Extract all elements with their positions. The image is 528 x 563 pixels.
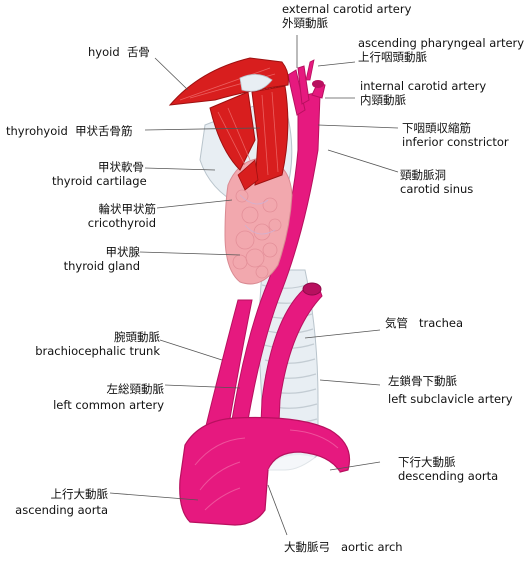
label-internal-carotid: internal carotid artery 内頸動脈: [360, 79, 487, 107]
label-trachea: 気管 trachea: [385, 316, 463, 330]
label-external-carotid: external carotid artery 外頸動脈: [282, 2, 412, 30]
label-thyroid-gland: 甲状腺 thyroid gland: [63, 245, 140, 273]
label-aortic-arch: 大動脈弓 aortic arch: [284, 540, 403, 554]
label-carotid-sinus: 頸動脈洞 carotid sinus: [400, 168, 474, 196]
label-hyoid: hyoid 舌骨: [88, 45, 150, 59]
label-descending-aorta: 下行大動脈 descending aorta: [398, 455, 499, 483]
label-left-subclavicle: 左鎖骨下動脈 left subclavicle artery: [388, 374, 513, 406]
label-cricothyroid: 輪状甲状筋 cricothyroid: [87, 202, 156, 230]
label-thyroid-cartilage: 甲状軟骨 thyroid cartilage: [52, 160, 147, 188]
label-ascending-pharyngeal: ascending pharyngeal artery 上行咽頭動脈: [358, 36, 525, 64]
external-carotid-shape: [287, 69, 306, 116]
label-brachiocephalic: 腕頭動脈 brachiocephalic trunk: [35, 330, 160, 358]
muscle-shapes: [168, 57, 289, 191]
label-ascending-aorta: 上行大動脈 ascending aorta: [15, 487, 108, 517]
thyroid-gland-shape: [224, 157, 293, 285]
label-thyrohyoid: thyrohyoid 甲状舌骨筋: [6, 124, 133, 138]
label-inferior-constrictor: 下咽頭収縮筋 inferior constrictor: [402, 121, 509, 149]
leader-lines: [109, 35, 399, 536]
aortic-arch-shape: [179, 416, 351, 526]
label-left-common: 左総頸動脈 left common artery: [53, 382, 164, 412]
